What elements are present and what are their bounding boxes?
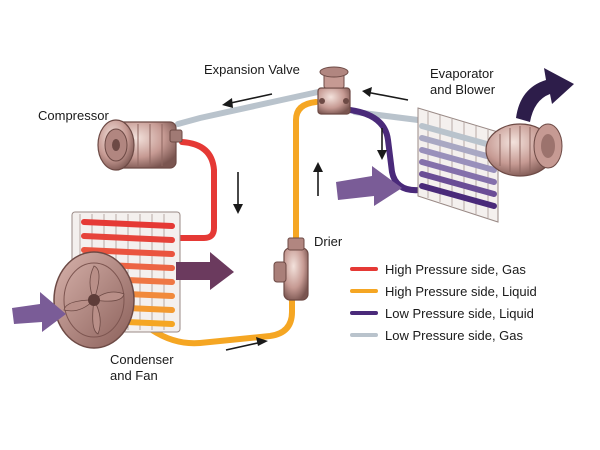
compressor <box>97 119 183 171</box>
legend-label: Low Pressure side, Gas <box>385 327 524 343</box>
legend-item-high-pressure-liquid: High Pressure side, Liquid <box>350 280 590 302</box>
high-pressure-gas-line <box>169 139 217 241</box>
label-expansion-valve: Expansion Valve <box>204 62 300 77</box>
label-and-blower: and Blower <box>430 82 496 97</box>
label-compressor: Compressor <box>38 108 109 123</box>
arrow-right-bottom <box>225 337 268 351</box>
legend-swatch <box>350 289 378 293</box>
legend: High Pressure side, Gas High Pressure si… <box>350 258 590 346</box>
low-pressure-gas-line-to-compressor <box>175 89 321 127</box>
high-pressure-liquid-line <box>149 297 295 347</box>
arrow-down-evaporator <box>377 128 387 160</box>
legend-label: Low Pressure side, Liquid <box>385 305 534 321</box>
drier <box>273 237 309 301</box>
flow-direction-arrows <box>222 87 409 351</box>
arrow-left-top <box>222 93 273 108</box>
legend-item-low-pressure-gas: Low Pressure side, Gas <box>350 324 590 346</box>
hot-air-arrow <box>176 252 234 290</box>
air-intake-arrow <box>12 292 66 332</box>
legend-label: High Pressure side, Gas <box>385 261 526 277</box>
evaporator-air-arrow <box>336 166 402 206</box>
legend-label: High Pressure side, Liquid <box>385 283 537 299</box>
legend-swatch <box>350 333 378 337</box>
high-pressure-liquid-line-to-valve <box>293 99 319 241</box>
condenser-fan <box>53 251 135 349</box>
label-condenser: Condenser <box>110 352 174 367</box>
evaporator-coil <box>417 107 499 223</box>
label-drier: Drier <box>314 234 343 249</box>
arrow-left-evaporator <box>362 87 409 101</box>
arrow-up-liquid <box>313 162 323 196</box>
label-evaporator: Evaporator <box>430 66 494 81</box>
arrow-down-compressor <box>233 172 243 214</box>
expansion-valve <box>317 66 351 115</box>
blower <box>485 123 563 177</box>
legend-swatch <box>350 267 378 271</box>
blower-air-arrow <box>516 68 574 122</box>
legend-item-high-pressure-gas: High Pressure side, Gas <box>350 258 590 280</box>
legend-item-low-pressure-liquid: Low Pressure side, Liquid <box>350 302 590 324</box>
legend-swatch <box>350 311 378 315</box>
label-and-fan: and Fan <box>110 368 158 383</box>
low-pressure-liquid-line <box>347 107 423 194</box>
